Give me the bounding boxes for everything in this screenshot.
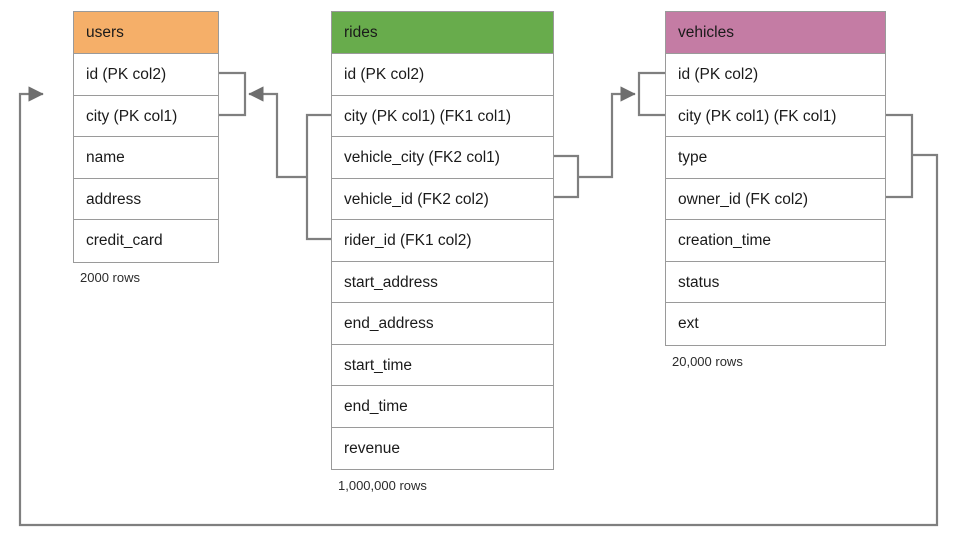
table-users-column-name[interactable]: name [74,137,218,179]
connector-vehicles-users-source-bracket [886,113,914,199]
table-vehicles-header: vehicles [666,12,885,54]
connector-rides-vehicles-source-bracket [554,154,580,199]
connector-rides-users-source-bracket [305,113,331,241]
table-users-header: users [74,12,218,54]
table-users-column-credit-card[interactable]: credit_card [86,232,163,249]
table-vehicles-column-type[interactable]: type [666,137,885,179]
table-rides-row-count: 1,000,000 rows [338,478,427,493]
table-rides-column-id[interactable]: id (PK col2) [332,54,553,96]
table-rides-column-start-time[interactable]: start_time [332,345,553,386]
table-rides-column-vehicle-id[interactable]: vehicle_id (FK2 col2) [332,179,553,220]
table-rides[interactable]: rides id (PK col2) city (PK col1) (FK1 c… [331,11,554,470]
table-vehicles-column-creation-time[interactable]: creation_time [666,220,885,262]
table-vehicles[interactable]: vehicles id (PK col2) city (PK col1) (FK… [665,11,886,346]
table-rides-column-end-time[interactable]: end_time [332,386,553,428]
table-rides-column-revenue[interactable]: revenue [344,439,401,457]
table-users[interactable]: users id (PK col2) city (PK col1) name a… [73,11,219,263]
table-rides-column-city[interactable]: city (PK col1) (FK1 col1) [332,96,553,137]
connector-rides-users-link [248,86,307,179]
table-users-column-address[interactable]: address [74,179,218,220]
connector-vehicles-target-bracket [637,71,665,117]
table-users-row-count: 2000 rows [80,270,140,285]
table-vehicles-column-id[interactable]: id (PK col2) [666,54,885,96]
table-vehicles-column-city[interactable]: city (PK col1) (FK col1) [666,96,885,137]
table-vehicles-column-owner-id[interactable]: owner_id (FK col2) [666,179,885,220]
table-users-column-id[interactable]: id (PK col2) [74,54,218,96]
table-vehicles-row-count: 20,000 rows [672,354,743,369]
table-rides-column-end-address[interactable]: end_address [332,303,553,345]
connector-users-target-bracket [219,71,247,117]
table-rides-column-vehicle-city[interactable]: vehicle_city (FK2 col1) [332,137,553,179]
table-vehicles-column-status[interactable]: status [666,262,885,303]
table-vehicles-column-ext[interactable]: ext [678,315,699,332]
table-users-column-city[interactable]: city (PK col1) [74,96,218,137]
table-rides-column-start-address[interactable]: start_address [332,262,553,303]
table-rides-column-rider-id[interactable]: rider_id (FK1 col2) [332,220,553,262]
connector-rides-vehicles-link [578,86,636,179]
table-rides-header: rides [332,12,553,54]
